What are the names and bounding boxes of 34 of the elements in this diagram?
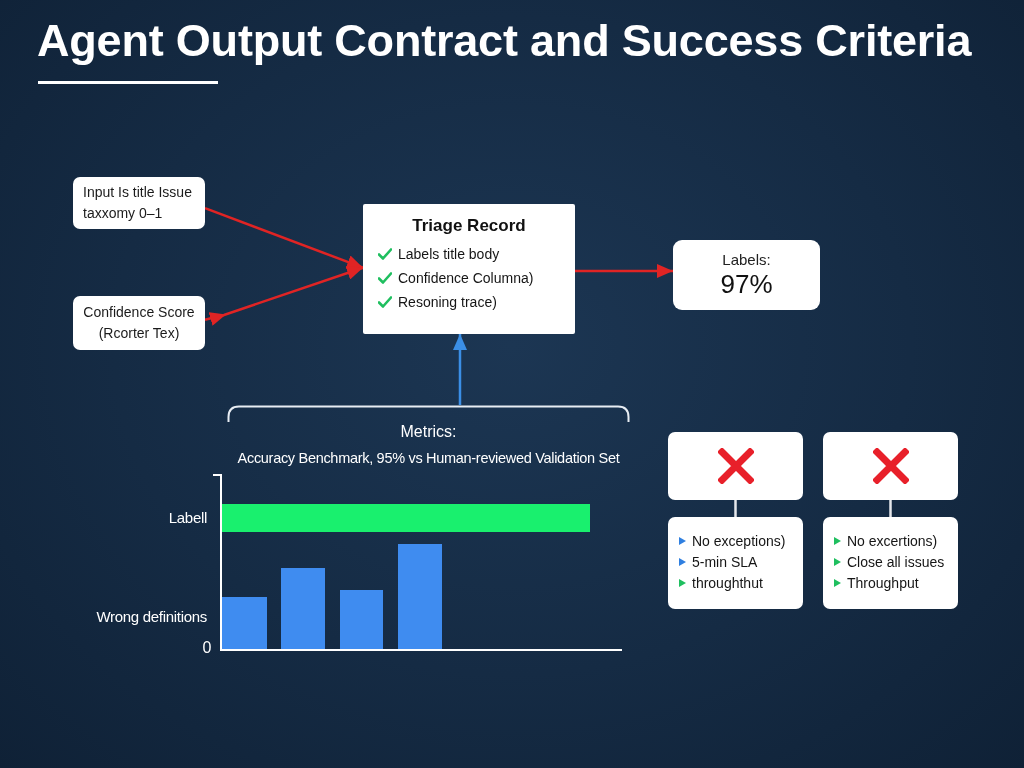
axis-label: 0 [202,638,211,658]
title: Agent Output Contract and Success Criteria [37,14,972,68]
stat-card [673,240,820,310]
list-item: Close all issues [847,552,945,572]
criteria-card [823,517,958,609]
record-card [363,204,575,334]
criteria-card [668,517,803,609]
list-item: No excertions) [847,531,938,551]
list-item: throughthut [692,573,763,593]
list-item: Throughput [847,573,919,593]
stat-value: 97% [720,269,773,299]
connector-line [734,500,737,517]
note-card [73,296,205,350]
arrow [453,334,467,405]
arrow [204,266,364,326]
note-card [73,177,205,229]
panel-subtitle: Accuracy Benchmark, 95% vs Human-reviewed Validation Set [237,449,620,468]
card-heading: Triage Record [411,215,527,237]
list-item: Confidence Columna) [398,269,534,288]
note-text: Confidence Score (Rcorter Tex) [83,303,195,343]
axis-label: Labell [168,508,207,528]
list-item: No exceptions) [692,531,786,551]
status-card [668,432,803,500]
list-item: Labels title body [398,245,500,264]
note-text: Input Is title Issue taxxomy 0–1 [83,183,193,223]
axis-label: Wrong definitions [96,607,207,627]
panel-heading: Metrics: [400,422,457,442]
list-item: 5-min SLA [692,552,758,572]
connector-line [889,500,892,517]
arrow [204,207,364,269]
list-item: Resoning trace) [398,293,497,312]
arrow [575,264,673,278]
status-card [823,432,958,500]
stat-label: Labels: [722,251,771,269]
